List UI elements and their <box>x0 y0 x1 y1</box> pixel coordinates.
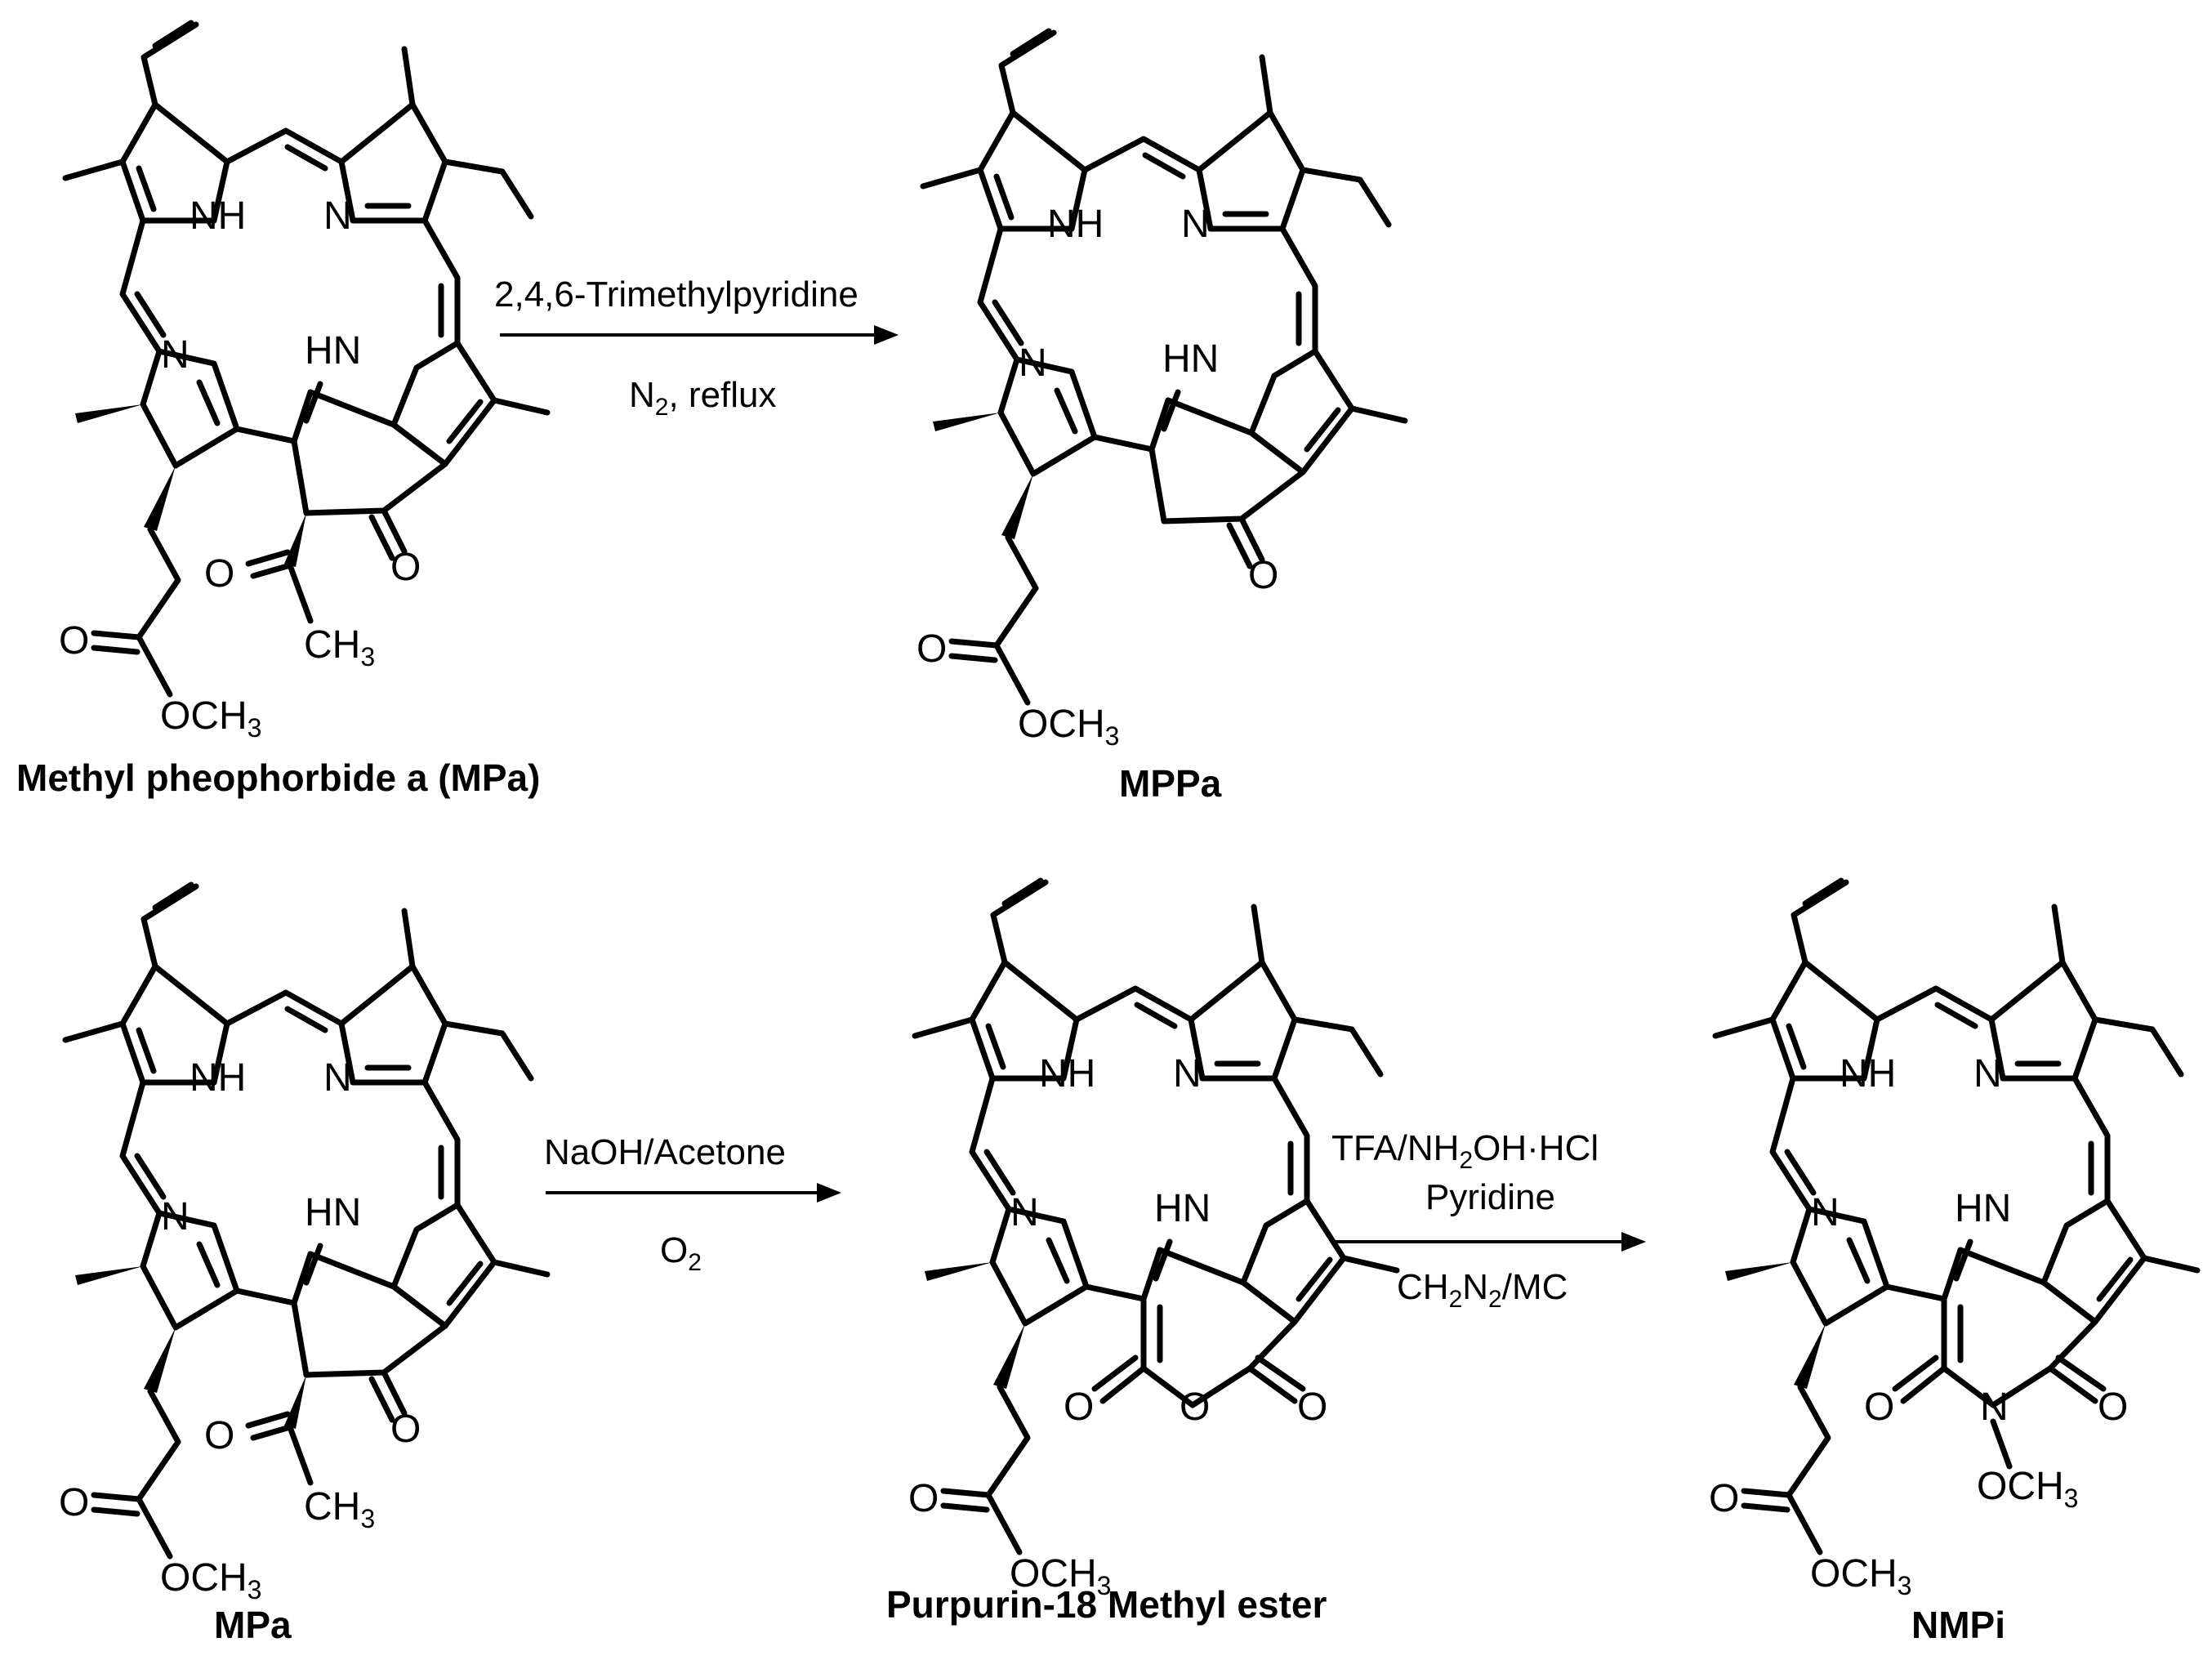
compound-name-purpurin-18: Purpurin-18 Methyl ester <box>886 1583 1327 1626</box>
text-fragment: TFA/NH <box>1331 1128 1459 1168</box>
text-fragment: CH <box>304 623 360 667</box>
text-fragment: 3 <box>2064 1484 2079 1513</box>
text-fragment: 2 <box>655 394 669 421</box>
conditions-below-2: O2 <box>660 1230 702 1276</box>
atom-n: N <box>1010 1191 1039 1234</box>
text-fragment: CH <box>1397 1267 1449 1307</box>
text-fragment: N <box>1462 1267 1488 1307</box>
text-fragment: OCH <box>1810 1552 1898 1595</box>
conditions-below-1: N2, reflux <box>629 375 777 421</box>
compound-nmpi: NH N N HN O N O OCH3 O OCH3 <box>1709 881 2197 1600</box>
atom-och3: OCH3 <box>1977 1465 2078 1513</box>
atom-n: N <box>1980 1386 2009 1429</box>
atom-hn: HN <box>1955 1187 2011 1230</box>
compound-purpurin-18: NH N N HN O O O O OCH3 <box>908 881 1397 1600</box>
text-fragment: 2 <box>688 1249 702 1276</box>
atom-n: N <box>1811 1191 1840 1234</box>
text-fragment: 3 <box>1105 721 1120 751</box>
compound-mpa-bottom: NH N N HN O O CH3 O OCH3 <box>59 885 547 1604</box>
text-fragment: 2 <box>1488 1286 1502 1313</box>
text-fragment: OCH <box>160 694 248 738</box>
atom-o: O <box>390 546 421 589</box>
conditions-above-2: NaOH/Acetone <box>544 1132 786 1172</box>
text-fragment: OCH <box>160 1556 248 1600</box>
atom-n: N <box>323 194 352 238</box>
text-fragment: 3 <box>360 1504 375 1533</box>
reaction-arrow-1: 2,4,6-Trimethylpyridine N2, reflux <box>494 274 899 421</box>
reaction-arrow-3: TFA/NH2OH·HCl Pyridine CH2N2/MC <box>1331 1128 1646 1313</box>
atom-o: O <box>1864 1386 1894 1429</box>
atom-och3: OCH3 <box>1810 1552 1911 1600</box>
atom-n: N <box>161 333 190 377</box>
text-fragment: O <box>660 1230 688 1270</box>
atom-o: O <box>908 1477 939 1520</box>
atom-nh: NH <box>1047 203 1104 246</box>
conditions-line1-3: TFA/NH2OH·HCl <box>1331 1128 1599 1174</box>
text-fragment: 3 <box>1898 1571 1912 1600</box>
atom-n: N <box>1019 341 1047 385</box>
atom-o: O <box>1248 554 1278 597</box>
atom-hn: HN <box>305 329 361 373</box>
text-fragment: N <box>629 375 655 415</box>
atom-o: O <box>59 619 89 663</box>
atom-hn: HN <box>1162 337 1219 381</box>
atom-o: O <box>916 627 947 671</box>
atom-o: O <box>59 1481 89 1524</box>
atom-och3: OCH3 <box>1010 1552 1111 1600</box>
text-fragment: , reflux <box>668 375 776 415</box>
compound-name-mppa: MPPa <box>1119 762 1222 805</box>
atom-o: O <box>2098 1386 2128 1429</box>
text-fragment: 2 <box>1449 1286 1463 1313</box>
atom-o: O <box>1297 1386 1327 1429</box>
atom-hn: HN <box>1154 1187 1211 1230</box>
atom-nh: NH <box>190 194 246 238</box>
text-fragment: 2 <box>1459 1147 1473 1174</box>
atom-n: N <box>1181 203 1210 246</box>
text-fragment: CH <box>304 1485 360 1528</box>
atom-o: O <box>1709 1477 1739 1520</box>
atom-nh: NH <box>1840 1052 1896 1096</box>
conditions-above-1: 2,4,6-Trimethylpyridine <box>494 274 858 315</box>
atom-n: N <box>323 1056 352 1100</box>
atom-n: N <box>161 1195 190 1238</box>
text-fragment: 3 <box>360 642 375 672</box>
text-fragment: 3 <box>248 713 262 743</box>
compound-mppa: NH N N HN O O OCH3 <box>916 31 1405 751</box>
atom-ch3: CH3 <box>304 623 375 672</box>
atom-och3: OCH3 <box>1018 703 1119 751</box>
compound-mpa-top: NH N N HN O O CH3 O OCH3 <box>59 23 547 743</box>
conditions-line3-3: CH2N2/MC <box>1397 1267 1568 1313</box>
atom-o: O <box>1064 1386 1094 1429</box>
text-fragment: OCH <box>1010 1552 1097 1595</box>
atom-och3: OCH3 <box>160 1556 261 1604</box>
conditions-line2-3: Pyridine <box>1425 1177 1555 1217</box>
atom-o: O <box>390 1408 421 1451</box>
text-fragment: 3 <box>1097 1571 1112 1600</box>
atom-n: N <box>1173 1052 1202 1096</box>
reaction-arrow-2: NaOH/Acetone O2 <box>544 1132 841 1276</box>
text-fragment: OH·HCl <box>1473 1128 1599 1168</box>
atom-o: O <box>204 552 234 596</box>
compound-name-nmpi: NMPi <box>1911 1604 2005 1646</box>
atom-nh: NH <box>190 1056 246 1100</box>
text-fragment: /MC <box>1502 1267 1568 1307</box>
atom-o: O <box>1180 1386 1210 1429</box>
atom-och3: OCH3 <box>160 694 261 743</box>
text-fragment: OCH <box>1018 703 1105 746</box>
text-fragment: 3 <box>248 1575 262 1604</box>
atom-n: N <box>1973 1052 2002 1096</box>
compound-name-mpa-top: Methyl pheophorbide a (MPa) <box>16 756 540 799</box>
text-fragment: OCH <box>1977 1465 2064 1508</box>
atom-nh: NH <box>1039 1052 1095 1096</box>
atom-ch3: CH3 <box>304 1485 375 1533</box>
atom-o: O <box>204 1414 234 1457</box>
compound-name-mpa-bottom: MPa <box>214 1604 292 1646</box>
atom-hn: HN <box>305 1191 361 1234</box>
